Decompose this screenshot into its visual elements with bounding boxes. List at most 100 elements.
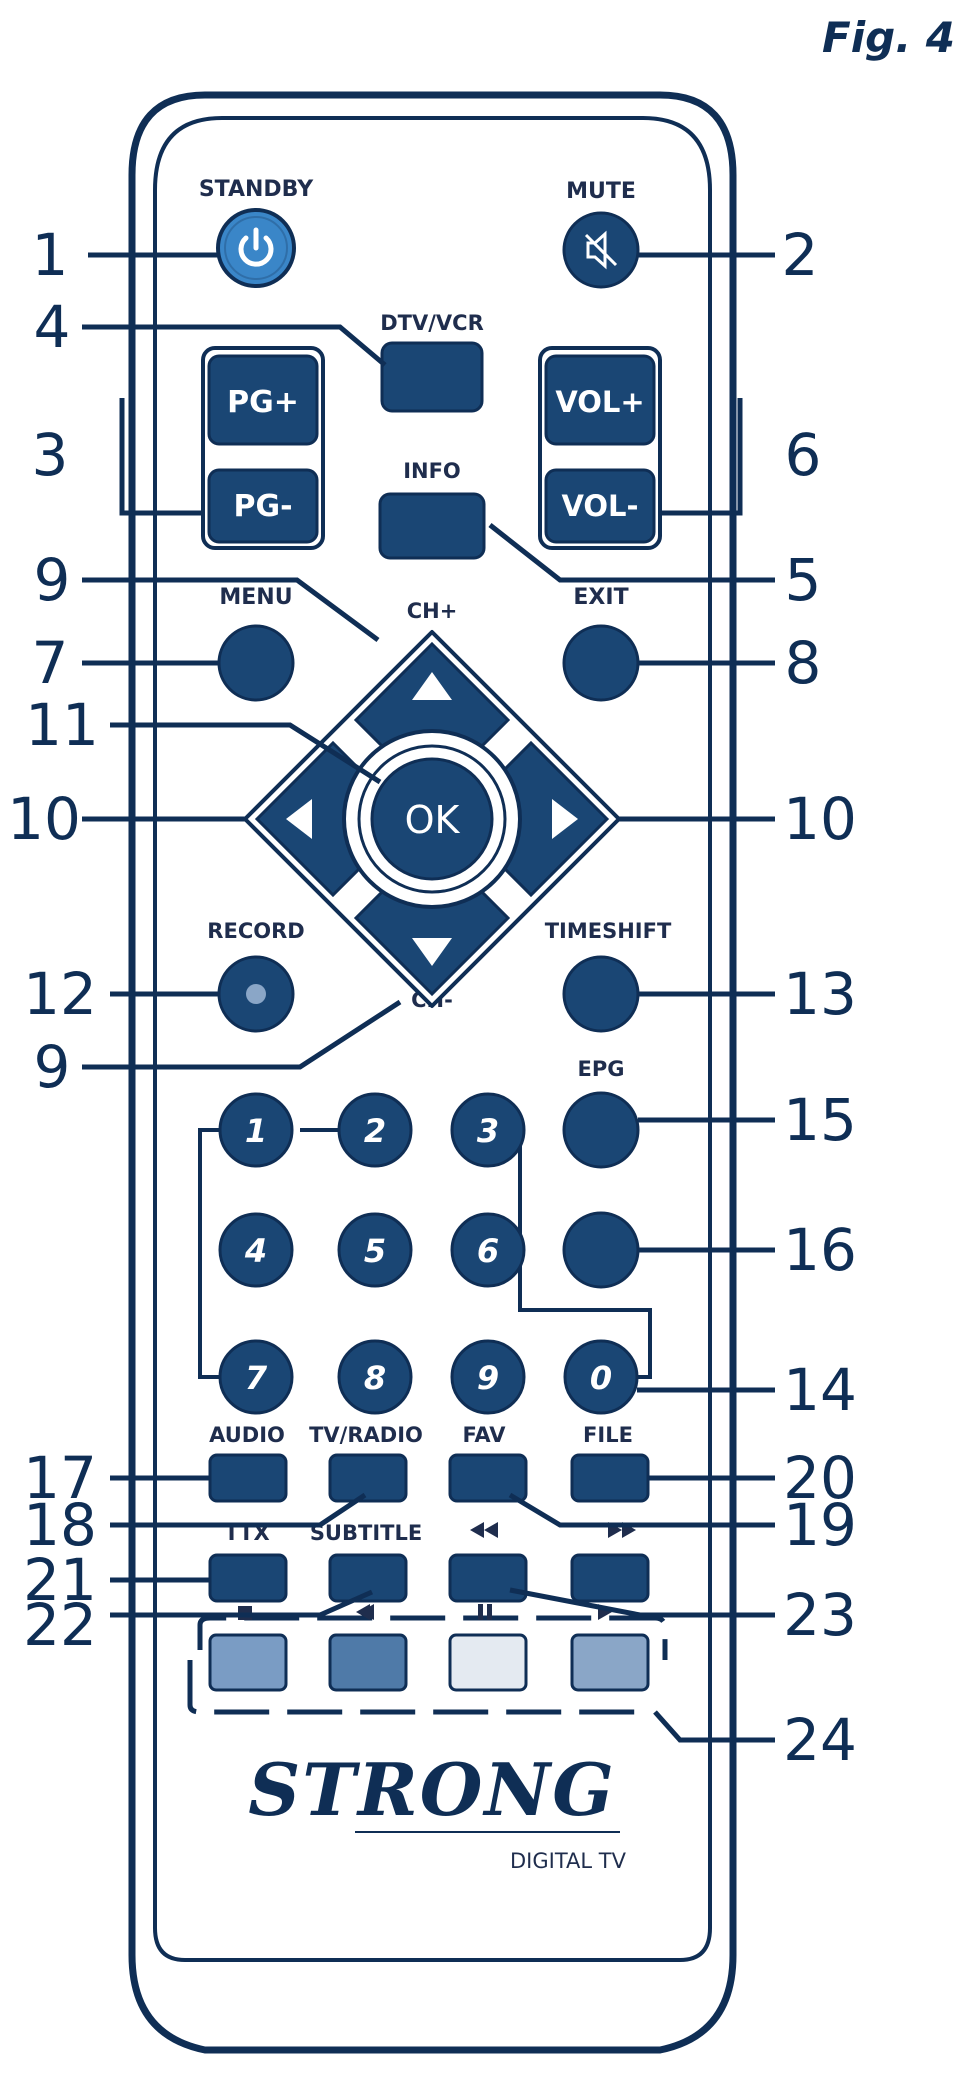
digit-text: 7 — [245, 1359, 268, 1397]
timeshift-button[interactable] — [562, 955, 640, 1033]
epg-label: EPG — [578, 1057, 625, 1081]
ch-up-label: CH+ — [407, 599, 458, 623]
digit-key-3[interactable]: 3 — [450, 1092, 526, 1168]
digit-text: 6 — [477, 1232, 499, 1270]
digital-tv-text: DIGITAL TV — [510, 1849, 627, 1873]
callout-9-bottom: 9 — [34, 1033, 71, 1101]
digit-text: 9 — [477, 1359, 499, 1397]
pg-down-text: PG- — [233, 489, 292, 524]
callout-12: 12 — [23, 960, 97, 1028]
digit-key-8[interactable]: 8 — [337, 1339, 413, 1415]
dtv-vcr-label: DTV/VCR — [380, 311, 484, 335]
svg-text:STRONG: STRONG — [248, 1747, 615, 1832]
callout-7: 7 — [32, 629, 69, 697]
ok-text: OK — [405, 798, 461, 842]
record-label: RECORD — [207, 919, 304, 943]
menu-button[interactable] — [217, 624, 295, 702]
color-key-3[interactable] — [448, 1633, 528, 1692]
info-button[interactable] — [378, 492, 486, 560]
digit-key-7[interactable]: 7 — [218, 1339, 294, 1415]
ok-button[interactable]: OK — [370, 757, 494, 881]
record-dot-icon — [246, 984, 266, 1004]
digit-key-6[interactable]: 6 — [450, 1212, 526, 1288]
strong-logo: STRONG DIGITAL TV — [248, 1747, 626, 1873]
color-key-1[interactable] — [208, 1633, 288, 1692]
digit-key-9[interactable]: 9 — [450, 1339, 526, 1415]
callout-17: 17 — [23, 1444, 97, 1512]
digit-text: 2 — [364, 1112, 386, 1150]
digit-text: 8 — [364, 1359, 386, 1397]
digit-key-5[interactable]: 5 — [337, 1212, 413, 1288]
pg-up-button[interactable]: PG+ — [207, 354, 319, 446]
callout-21: 21 — [23, 1546, 97, 1614]
callout-18: 18 — [23, 1491, 97, 1559]
function-button-16[interactable] — [562, 1211, 640, 1289]
mute-icon — [584, 230, 618, 270]
tv-radio-button[interactable] — [328, 1453, 408, 1503]
callout-20: 20 — [783, 1444, 857, 1512]
vol-up-text: VOL+ — [555, 385, 644, 419]
standby-button[interactable] — [216, 208, 296, 288]
mute-button[interactable] — [562, 211, 640, 289]
callout-10-right: 10 — [783, 785, 857, 853]
standby-label: STANDBY — [199, 177, 314, 202]
arrow-down-icon — [412, 938, 452, 966]
vol-down-text: VOL- — [561, 489, 638, 523]
callout-10-left: 10 — [7, 785, 81, 853]
arrow-up-icon — [412, 672, 452, 700]
callout-2: 2 — [782, 221, 819, 289]
arrow-right-icon — [552, 799, 578, 839]
dpad: OK — [243, 630, 621, 1008]
rewind-button[interactable] — [448, 1553, 528, 1603]
power-icon — [238, 227, 274, 267]
callout-23: 23 — [783, 1581, 857, 1649]
callout-4: 4 — [34, 293, 71, 361]
vol-up-button[interactable]: VOL+ — [544, 354, 656, 446]
callout-numbers: 1 2 4 3 6 9 5 7 8 11 10 10 12 13 9 15 16… — [7, 221, 857, 1774]
timeshift-label: TIMESHIFT — [545, 919, 672, 943]
pause-icon — [478, 1604, 492, 1620]
callout-14: 14 — [783, 1356, 857, 1424]
callout-15: 15 — [783, 1086, 857, 1154]
ttx-button[interactable] — [208, 1553, 288, 1603]
callout-11: 11 — [25, 691, 99, 759]
digit-text: 0 — [590, 1359, 612, 1397]
fav-button[interactable] — [448, 1453, 528, 1503]
vol-down-button[interactable]: VOL- — [544, 468, 656, 544]
figure-label: Fig. 4 — [822, 13, 955, 62]
record-button[interactable] — [217, 955, 295, 1033]
vol-group-frame — [538, 346, 662, 550]
dtv-vcr-button[interactable] — [380, 341, 484, 413]
callout-8: 8 — [785, 629, 822, 697]
digit-text: 5 — [364, 1232, 386, 1270]
color-key-4[interactable] — [570, 1633, 650, 1692]
fast-forward-button[interactable] — [570, 1553, 650, 1603]
callout-3: 3 — [32, 421, 69, 489]
exit-button[interactable] — [562, 624, 640, 702]
leader-lines — [82, 252, 775, 1743]
epg-button[interactable] — [562, 1091, 640, 1169]
pg-up-text: PG+ — [227, 385, 299, 420]
pg-down-button[interactable]: PG- — [207, 468, 319, 544]
file-label: FILE — [583, 1423, 633, 1447]
callout-24: 24 — [783, 1706, 857, 1774]
file-button[interactable] — [570, 1453, 650, 1503]
digit-key-0[interactable]: 0 — [563, 1339, 639, 1415]
callout-19: 19 — [783, 1491, 857, 1559]
callout-6: 6 — [785, 421, 822, 489]
callout-16: 16 — [783, 1216, 857, 1284]
subtitle-button[interactable] — [328, 1553, 408, 1603]
audio-button[interactable] — [208, 1453, 288, 1503]
digit-text: 1 — [245, 1112, 267, 1150]
digit-key-2[interactable]: 2 — [337, 1092, 413, 1168]
digit-key-4[interactable]: 4 — [218, 1212, 294, 1288]
color-key-2[interactable] — [328, 1633, 408, 1692]
audio-label: AUDIO — [209, 1423, 285, 1447]
pg-group-frame — [201, 346, 325, 550]
subtitle-label: SUBTITLE — [310, 1521, 422, 1545]
digit-key-1[interactable]: 1 — [218, 1092, 294, 1168]
digit-text: 3 — [477, 1112, 499, 1150]
digit-text: 4 — [244, 1232, 267, 1270]
info-label: INFO — [403, 459, 461, 483]
